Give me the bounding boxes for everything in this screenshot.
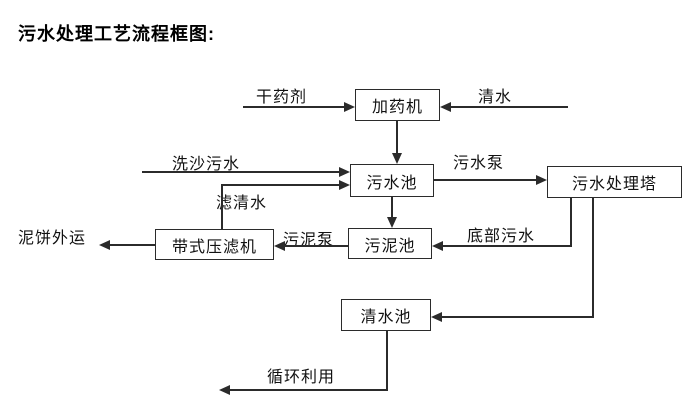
arrowhead-clean-water	[440, 102, 451, 112]
label-sludge-pump: 污泥泵	[283, 232, 335, 249]
page-title: 污水处理工艺流程框图:	[18, 24, 215, 44]
connector-mud-cake-line	[110, 244, 155, 246]
connector-clean-water-line	[450, 106, 568, 108]
connector-sewage-pump-line	[434, 179, 537, 181]
connector-bottom-sewage-line	[443, 245, 572, 247]
connector-recycling-riser	[386, 331, 388, 390]
arrowhead-sewage-pump	[536, 175, 547, 185]
node-belt-filter-press: 带式压滤机	[155, 229, 274, 260]
arrowhead-recycling	[219, 385, 230, 395]
connector-sand-wash-line	[142, 171, 340, 173]
connector-dosing-to-sewage-line	[396, 121, 398, 154]
connector-recycling-line	[230, 389, 388, 391]
arrowhead-mud-cake	[99, 240, 110, 250]
node-clean-water-pool: 清水池	[341, 299, 431, 331]
arrowhead-dosing-to-sewage	[392, 153, 402, 164]
connector-tower-to-clean-riser	[592, 198, 594, 317]
node-sludge-pool: 污泥池	[348, 228, 432, 259]
label-sewage-pump: 污水泵	[453, 155, 505, 172]
arrowhead-sludge-pump	[274, 241, 285, 251]
connector-bottom-sewage-riser	[570, 198, 572, 246]
arrowhead-sand-wash	[339, 167, 350, 177]
connector-sewage-to-sludge-line	[391, 197, 393, 218]
arrowhead-bottom-sewage	[432, 241, 443, 251]
label-clean-water: 清水	[478, 89, 513, 106]
arrowhead-tower-to-clean	[431, 312, 442, 322]
label-sand-wash-sewage: 洗沙污水	[172, 156, 241, 173]
arrowhead-dry-agent	[344, 102, 355, 112]
node-dosing-machine: 加药机	[355, 89, 440, 121]
label-recycling: 循环利用	[267, 369, 336, 386]
connector-dry-agent-line	[243, 106, 345, 108]
label-dry-agent: 干药剂	[256, 89, 308, 106]
connector-sludge-pump-line	[285, 245, 348, 247]
arrowhead-filtered-water	[339, 180, 350, 190]
label-bottom-sewage: 底部污水	[467, 228, 536, 245]
node-treatment-tower: 污水处理塔	[547, 166, 682, 198]
label-filtered-water: 滤清水	[216, 195, 268, 212]
arrowhead-sewage-to-sludge	[387, 217, 397, 228]
node-sewage-pool: 污水池	[350, 164, 434, 197]
connector-filtered-water-line	[221, 184, 340, 186]
label-mud-cake-out: 泥饼外运	[18, 230, 87, 247]
connector-tower-to-clean-line	[442, 316, 594, 318]
connector-filtered-water-riser	[221, 184, 223, 229]
